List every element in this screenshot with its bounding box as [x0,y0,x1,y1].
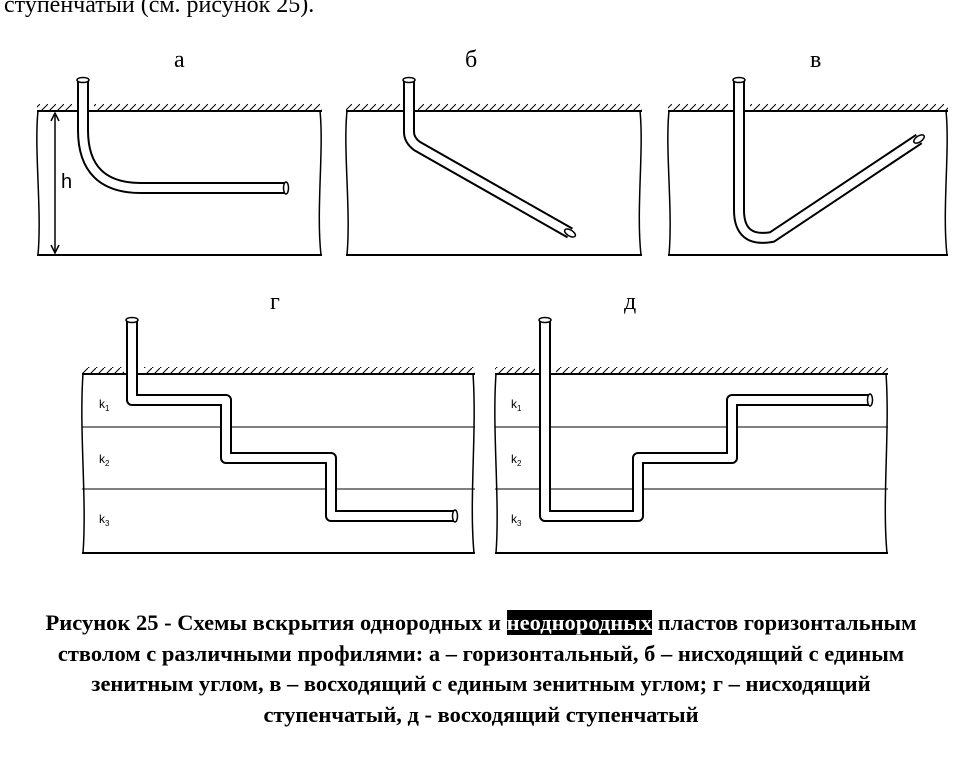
panel-g: г k1 k2 k3 [81,289,475,554]
break-line-left [345,110,349,256]
break-line-left [494,373,498,554]
panel-v: в [667,47,948,256]
layer-label-k2: k2 [511,452,522,468]
break-line-right [638,110,642,256]
break-line-right [884,373,888,554]
break-line-right [944,110,948,256]
surface-hatch [418,104,642,111]
surface-hatch [37,104,72,111]
figure-caption: Рисунок 25 - Схемы вскрытия однородных и… [20,608,942,730]
caption-highlighted-word: неоднородных [506,610,653,635]
wellbore-descending [402,76,577,239]
panel-b-letter: б [465,47,477,73]
wellbore-descending-stepped [125,316,459,523]
panel-d: д k1 k2 k3 [494,289,888,554]
surface-hatch [144,367,475,374]
depth-label-h: h [61,171,72,193]
layer-label-k2: k2 [99,452,110,468]
preceding-text-line: ступенчатый (см. рисунок 25). [4,0,315,18]
wellbore-horizontal [76,76,290,195]
break-line-left [81,373,85,554]
surface-hatch [668,104,728,111]
surface-hatch [82,367,124,374]
break-line-right [318,110,322,256]
panel-b: б [345,47,642,256]
layer-label-k1: k1 [511,397,522,413]
surface-hatch [750,104,948,111]
caption-text-end: пластов горизонтальным стволом с различн… [57,610,917,727]
break-line-left [36,110,40,256]
panel-a-letter: а [174,47,185,73]
layer-label-k1: k1 [99,397,110,413]
arrow-up-icon [50,111,60,122]
surface-hatch [346,104,401,111]
break-line-left [667,110,671,256]
layer-label-k3: k3 [99,512,110,528]
surface-hatch [495,367,535,374]
caption-text-start: Рисунок 25 - Схемы вскрытия однородных и [45,610,507,635]
arrow-down-icon [50,244,60,255]
wellbore-ascending [732,76,925,244]
panel-d-letter: д [624,289,636,315]
well-profiles-figure: а h б в [36,47,948,554]
panel-v-letter: в [810,47,821,73]
panel-g-letter: г [270,289,280,315]
surface-hatch [556,367,888,374]
wellbore-ascending-stepped [538,316,874,522]
break-line-right [471,373,475,554]
panel-a: а h [36,47,322,256]
layer-label-k3: k3 [511,512,522,528]
surface-hatch [94,104,322,111]
